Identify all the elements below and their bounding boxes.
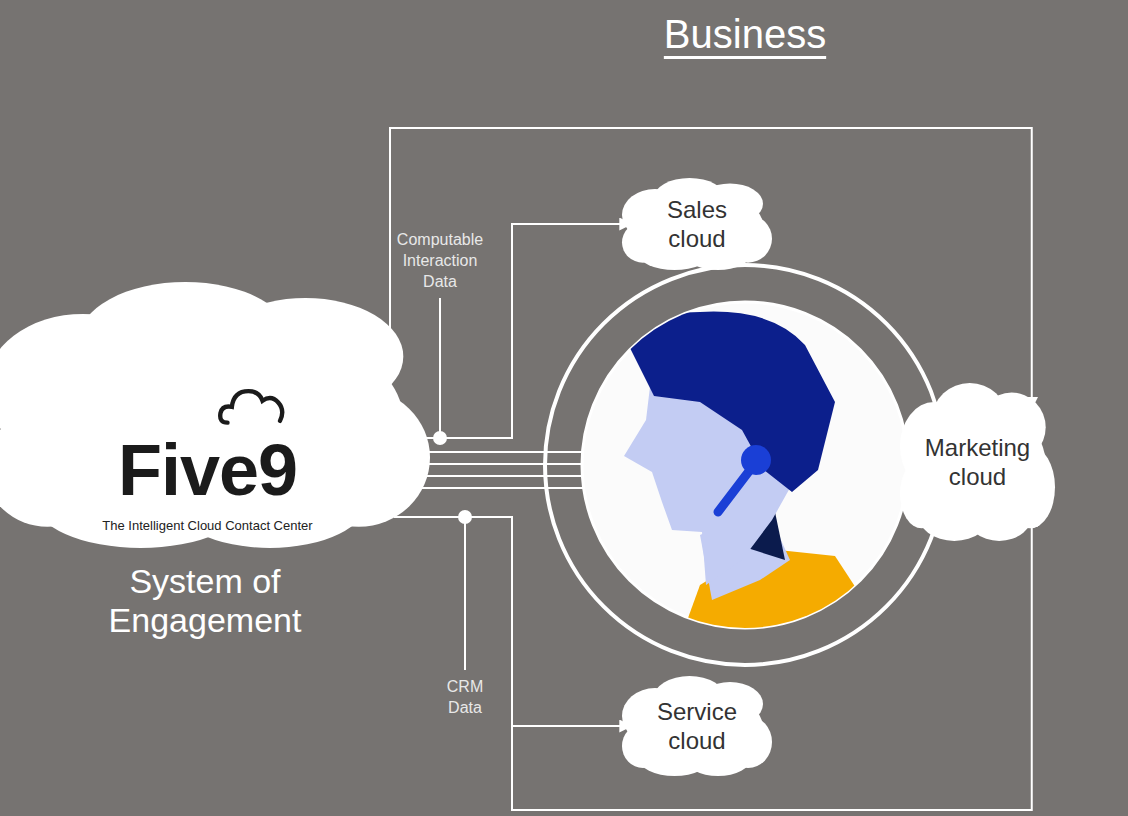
logo-wordmark: Five9 [0,432,430,508]
cloud-shape [622,178,772,270]
leader-line [439,298,441,432]
edge-label: Computable Interaction Data [392,229,488,292]
leader-line [464,523,466,670]
cloud-shape [900,383,1055,541]
cloud-node: Marketing cloud [900,383,1055,541]
logo-cloud-outline [220,391,282,423]
logo-cloud-icon [217,384,287,428]
cloud-node: Sales cloud [622,178,772,270]
connector-line [394,516,1032,810]
leader-dot [433,431,447,445]
outer-ring [545,265,945,665]
cloud-label-box: Sales cloud [622,178,772,270]
cloud-node: Five9The Intelligent Cloud Contact Cente… [0,282,430,548]
inner-circle [582,302,908,628]
diagram-title: Business [545,10,945,58]
system-label: System of Engagement [55,562,355,640]
headset-earpiece [741,445,771,475]
edge-label: CRM Data [435,676,495,718]
cloud-label-box: Service cloud [622,676,772,776]
cloud-label-box: Marketing cloud [900,383,1055,541]
cloud-shape [622,676,772,776]
agent-hair [630,312,835,492]
cloud-label: Service cloud [651,697,743,755]
connector-line [390,128,1032,408]
logo-tagline: The Intelligent Cloud Contact Center [0,518,430,534]
cloud-label: Marketing cloud [922,433,1034,491]
cloud-label: Sales cloud [651,195,743,253]
cloud-shape [0,282,430,548]
cloud-lobe [965,484,1033,541]
agent-figure [624,312,890,640]
cloud-node: Service cloud [622,676,772,776]
